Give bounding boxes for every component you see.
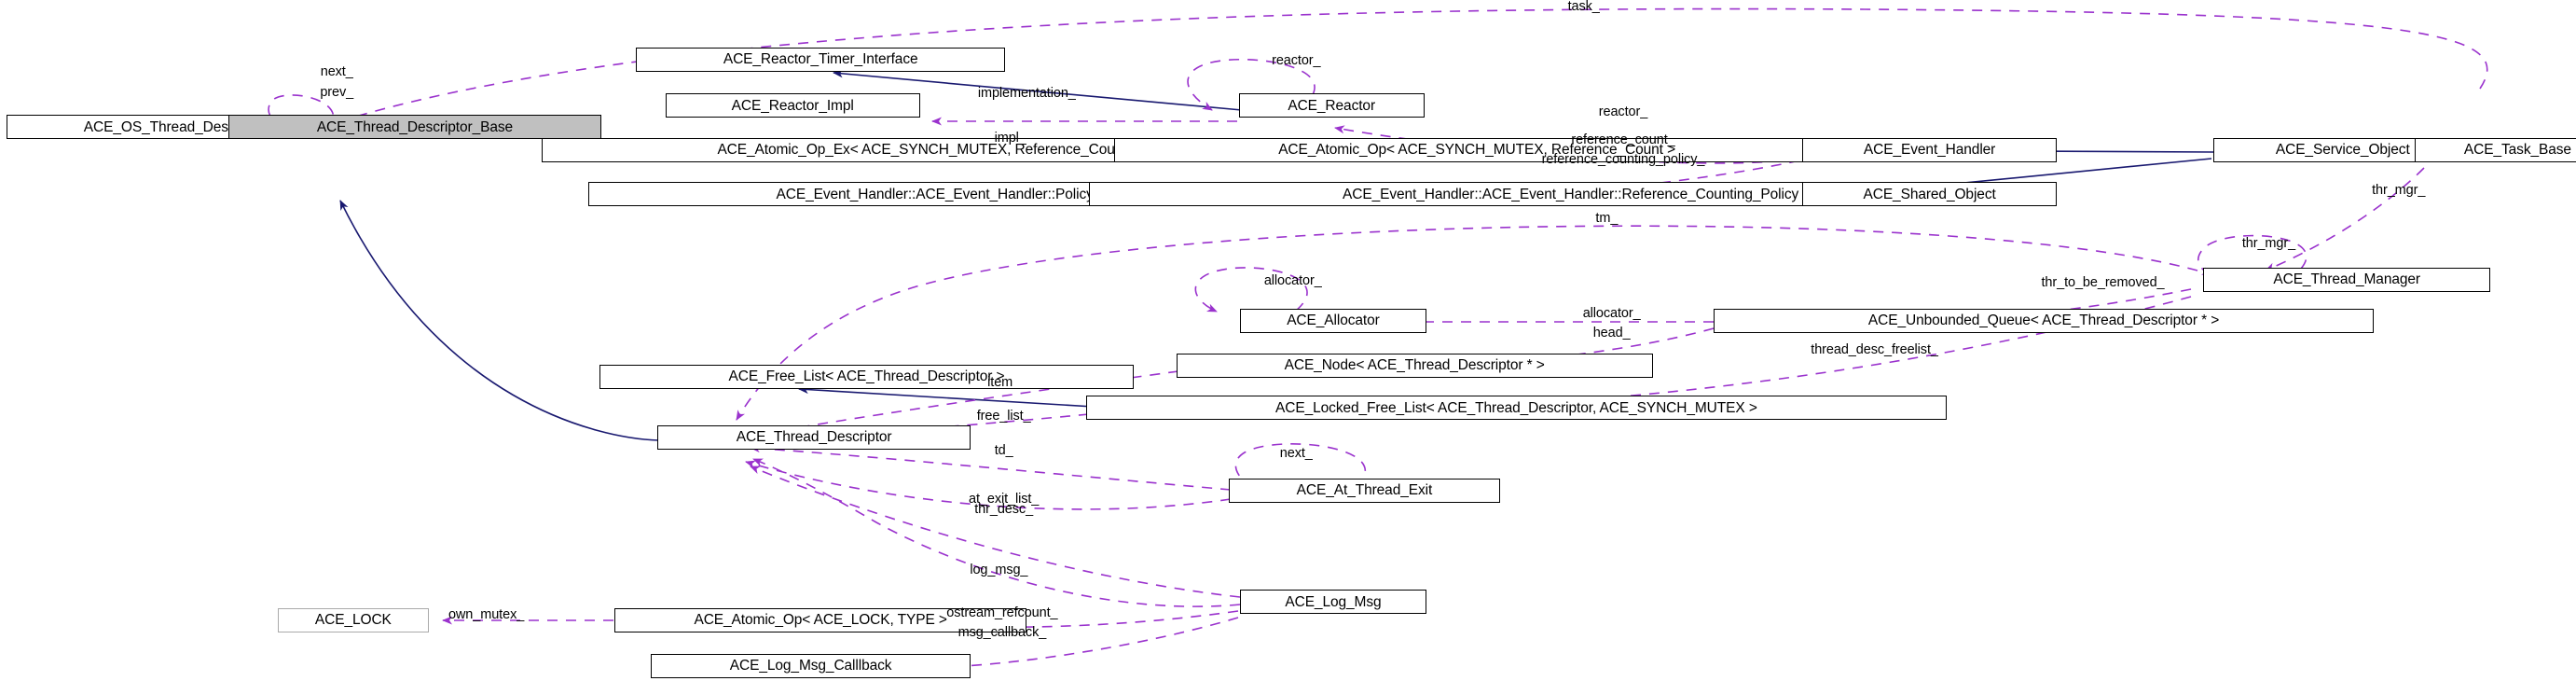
class-node-log_msg_callback[interactable]: ACE_Log_Msg_Calllback (650, 653, 971, 678)
class-node-event_handler[interactable]: ACE_Event_Handler (1802, 137, 2058, 162)
class-node-unbounded_queue_td[interactable]: ACE_Unbounded_Queue< ACE_Thread_Descript… (1713, 309, 2375, 334)
class-node-thread_descriptor[interactable]: ACE_Thread_Descriptor (656, 425, 971, 451)
edge-label-reactor-self: reactor_ (1272, 53, 1321, 69)
edge-label-head: head_ (1592, 326, 1631, 341)
class-node-label: ACE_Allocator (1287, 313, 1380, 329)
class-node-label: ACE_LOCK (314, 611, 392, 628)
class-node-label: ACE_Thread_Descriptor (736, 429, 892, 446)
class-node-label: ACE_Node< ACE_Thread_Descriptor * > (1284, 356, 1545, 373)
edge-label-free-list: free_list_ (976, 408, 1031, 424)
edge-task (339, 7, 2488, 123)
class-node-locked_free_list_td[interactable]: ACE_Locked_Free_List< ACE_Thread_Descrip… (1085, 396, 1948, 421)
edge-label-ostream-refcount: ostream_refcount_ (946, 605, 1058, 620)
edge-label-reference-counting-policy: reference_counting_policy_ (1541, 151, 1705, 167)
class-node-label: ACE_Thread_Descriptor_Base (316, 118, 514, 135)
class-node-label: ACE_Reactor (1288, 97, 1376, 114)
class-node-log_msg[interactable]: ACE_Log_Msg (1240, 590, 1426, 615)
class-node-shared_object[interactable]: ACE_Shared_Object (1802, 182, 2058, 207)
class-node-label: ACE_Log_Msg (1285, 593, 1382, 610)
class-node-label: ACE_Log_Msg_Calllback (729, 658, 892, 674)
class-node-label: ACE_Event_Handler (1863, 142, 1996, 159)
class-node-label: ACE_Free_List< ACE_Thread_Descriptor > (728, 368, 1005, 385)
class-node-label: ACE_Locked_Free_List< ACE_Thread_Descrip… (1275, 399, 1757, 416)
class-node-label: ACE_Reactor_Impl (731, 97, 854, 114)
edge-log-msg (752, 458, 1241, 607)
class-node-atomic_op_synch[interactable]: ACE_Atomic_Op< ACE_SYNCH_MUTEX, Referenc… (1113, 137, 1840, 162)
edge-thrmgr-task (2265, 167, 2425, 271)
edge-label-log-msg: log_msg_ (970, 563, 1028, 578)
edge-label-at-exit-list: at_exit_list_ (969, 492, 1040, 507)
edge-label-reference-count: reference_count_ (1571, 132, 1675, 147)
class-node-label: ACE_At_Thread_Exit (1296, 481, 1433, 498)
edge-label-own-mutex: own_mutex_ (448, 606, 525, 622)
edge-label-impl: impl_ (994, 130, 1026, 146)
edge-lfl-to-fl (798, 385, 1095, 408)
edge-label-item: item_ (987, 375, 1021, 391)
class-node-task_base[interactable]: ACE_Task_Base (2415, 137, 2576, 162)
edge-tm (736, 225, 2198, 421)
class-node-label: ACE_Reactor_Timer_Interface (723, 51, 918, 68)
class-node-reactor_impl[interactable]: ACE_Reactor_Impl (665, 93, 920, 118)
class-node-at_thread_exit[interactable]: ACE_At_Thread_Exit (1229, 478, 1500, 503)
edge-next-ate (1234, 443, 1366, 489)
class-node-reactor[interactable]: ACE_Reactor (1238, 93, 1425, 118)
class-node-ace_lock[interactable]: ACE_LOCK (277, 607, 429, 632)
edge-thrmgr-self (2197, 234, 2307, 276)
edge-label-thr-mgr-self: thr_mgr_ (2241, 235, 2296, 251)
class-node-atomic_op_lock[interactable]: ACE_Atomic_Op< ACE_LOCK, TYPE > (614, 607, 1027, 632)
class-node-thread_manager[interactable]: ACE_Thread_Manager (2202, 268, 2491, 293)
edge-td (750, 444, 1232, 491)
class-node-label: ACE_OS_Thread_Descriptor (83, 118, 269, 135)
edge-label-thread-desc-freelist: thread_desc_freelist_ (1811, 342, 1938, 358)
class-node-label: ACE_Shared_Object (1863, 186, 1996, 202)
class-node-node_td[interactable]: ACE_Node< ACE_Thread_Descriptor * > (1176, 353, 1653, 378)
edge-td-to-tdb (339, 200, 660, 441)
edge-allocator-self (1194, 267, 1308, 313)
edge-reactor-to-rti (833, 69, 1243, 111)
edge-label-tm: tm_ (1595, 211, 1619, 227)
edge-label-implementation: implementation_ (977, 86, 1076, 102)
class-node-reactor_timer_interface[interactable]: ACE_Reactor_Timer_Interface (635, 48, 1006, 73)
class-node-label: ACE_Thread_Manager (2273, 271, 2420, 288)
class-node-thread_descriptor_base[interactable]: ACE_Thread_Descriptor_Base (227, 115, 601, 140)
class-node-label: ACE_Atomic_Op< ACE_LOCK, TYPE > (694, 611, 947, 628)
edge-at-exit-list (745, 460, 1232, 510)
edge-label-thr-to-be-removed: thr_to_be_removed_ (2041, 274, 2165, 290)
edge-label-next: next_ (320, 64, 353, 80)
class-node-label: ACE_Atomic_Op< ACE_SYNCH_MUTEX, Referenc… (1278, 142, 1676, 159)
edge-label-task: task_ (1567, 0, 1600, 14)
class-node-label: ACE_Unbounded_Queue< ACE_Thread_Descript… (1867, 313, 2220, 329)
class-node-free_list_td[interactable]: ACE_Free_List< ACE_Thread_Descriptor > (599, 364, 1134, 389)
edge-thr-desc (750, 466, 1241, 598)
edge-label-msg-callback: msg_callback_ (957, 625, 1047, 641)
edge-label-allocator-uq: allocator_ (1582, 306, 1641, 322)
edge-free-list (745, 413, 1090, 444)
class-node-label: ACE_Event_Handler::ACE_Event_Handler::Re… (1343, 186, 1799, 202)
edge-label-reactor-eh: reactor_ (1598, 104, 1648, 119)
edge-thread-desc-freelist (1444, 296, 2192, 412)
class-node-label: ACE_Service_Object (2275, 142, 2410, 159)
class-node-label: ACE_Task_Base (2463, 142, 2571, 159)
edge-label-thr-mgr-task: thr_mgr_ (2372, 183, 2426, 199)
edge-label-thr-desc: thr_desc_ (974, 501, 1034, 517)
class-node-label: ACE_Atomic_Op_Ex< ACE_SYNCH_MUTEX, Refer… (717, 142, 1139, 159)
edge-label-allocator-self: allocator_ (1263, 273, 1322, 289)
class-node-allocator[interactable]: ACE_Allocator (1240, 309, 1426, 334)
edge-label-td: td_ (994, 442, 1013, 458)
class-node-label: ACE_Event_Handler::ACE_Event_Handler::Po… (776, 186, 1094, 202)
edge-label-next-ate: next_ (1279, 446, 1313, 462)
edge-label-prev: prev_ (320, 84, 354, 100)
